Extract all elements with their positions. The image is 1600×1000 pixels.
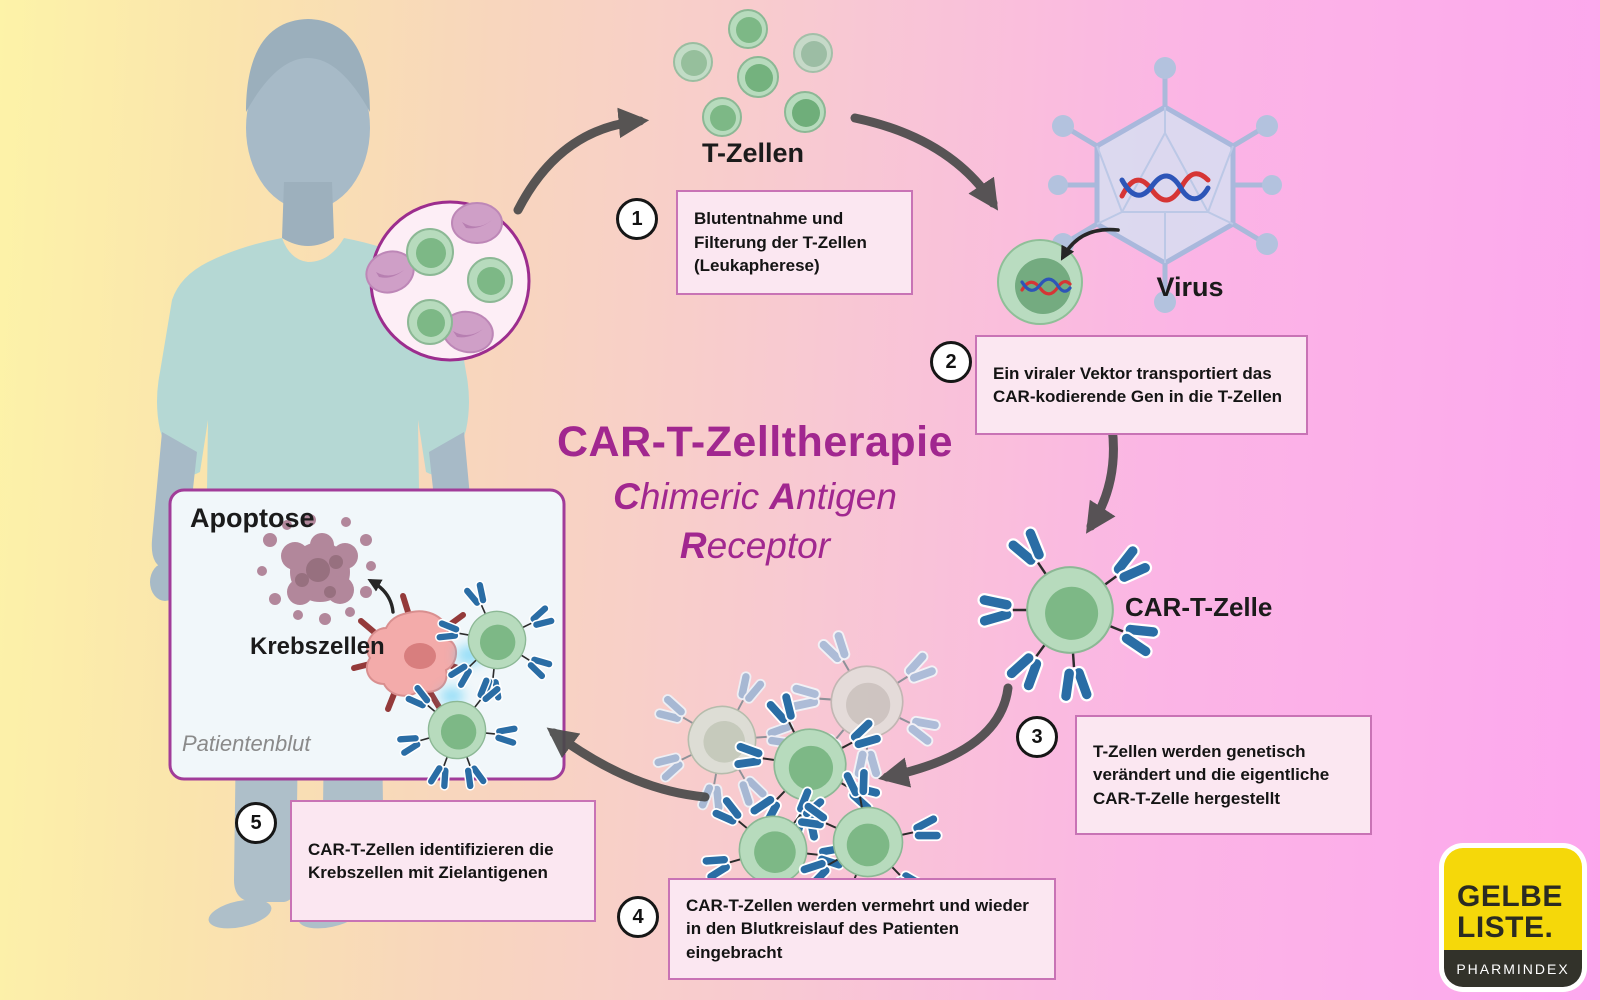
subtitle-cap-c: C — [613, 476, 640, 517]
dna-icon — [1119, 171, 1211, 203]
logo-line-1: GELBE — [1457, 879, 1563, 913]
logo-pharmindex-strip: PHARMINDEX — [1444, 950, 1582, 987]
step-box-3: T-Zellen werden genetisch verändert und … — [1075, 715, 1372, 835]
gelbe-liste-logo-inner: GELBE LISTE. PHARMINDEX — [1444, 848, 1582, 987]
apoptosis-arrow — [367, 579, 395, 614]
blood-magnifier-icon — [365, 200, 531, 362]
flow-arrows — [513, 107, 1118, 802]
label-car-t-zelle: CAR-T-Zelle — [1125, 592, 1273, 622]
t-cell-cluster-icon — [673, 9, 833, 137]
step-number-1: 1 — [616, 198, 658, 240]
step-number-4: 4 — [617, 896, 659, 938]
page-title: CAR-T-Zelltherapie — [556, 418, 954, 466]
page-subtitle: Chimeric Antigen Receptor — [500, 473, 1010, 571]
step-box-2: Ein viraler Vektor transportiert das CAR… — [975, 335, 1308, 435]
label-t-zellen: T-Zellen — [701, 138, 804, 168]
subtitle-rest-3: eceptor — [706, 524, 831, 566]
logo-line-2: LISTE. — [1457, 910, 1554, 944]
label-virus: Virus — [1156, 272, 1224, 302]
arrow-virus-into-cell — [1060, 227, 1120, 261]
step-number-5: 5 — [235, 802, 277, 844]
arrow-tcells-to-virus — [850, 113, 999, 211]
logo-sub: PHARMINDEX — [1456, 960, 1570, 977]
car-t-attack-cells-icon — [387, 570, 573, 801]
step-box-4: CAR-T-Zellen werden vermehrt und wieder … — [668, 878, 1056, 980]
arrow-cart-to-expansion — [878, 683, 1013, 788]
arrow-expansion-to-patient — [546, 727, 710, 802]
transduced-t-cell-icon — [997, 239, 1083, 325]
step-box-5: CAR-T-Zellen identifizieren die Krebszel… — [290, 800, 596, 922]
subtitle-cap-a: A — [769, 476, 797, 517]
step-text-1: Blutentnahme und Filterung der T-Zellen … — [694, 209, 867, 276]
step-number-3: 3 — [1016, 716, 1058, 758]
t-cells-in-blood — [406, 228, 513, 345]
arrow-blood-to-tcells — [513, 107, 650, 215]
step-text-5: CAR-T-Zellen identifizieren die Krebszel… — [308, 839, 554, 882]
red-blood-cells — [365, 202, 503, 354]
step-text-2: Ein viraler Vektor transportiert das CAR… — [993, 363, 1283, 406]
subtitle-rest-1: himeric — [639, 476, 770, 517]
title-block: CAR-T-Zelltherapie Chimeric Antigen Rece… — [500, 418, 1010, 571]
subtitle-rest-2: ntigen — [796, 476, 897, 517]
label-apoptose: Apoptose — [190, 503, 315, 533]
label-krebszellen: Krebszellen — [250, 633, 385, 660]
step-box-1: Blutentnahme und Filterung der T-Zellen … — [676, 190, 913, 295]
cancer-cell-icon — [351, 593, 472, 712]
apoptosis-cell-icon — [257, 514, 376, 625]
logo-yellow-panel: GELBE LISTE. — [1444, 848, 1582, 950]
step-text-3: T-Zellen werden genetisch verändert und … — [1093, 741, 1330, 808]
label-patientenblut: Patientenblut — [182, 731, 311, 756]
subtitle-cap-r: R — [679, 524, 707, 566]
patient-silhouette-icon — [150, 19, 476, 929]
step-text-4: CAR-T-Zellen werden vermehrt und wieder … — [686, 895, 1029, 962]
step-number-2: 2 — [930, 341, 972, 383]
gelbe-liste-logo: GELBE LISTE. PHARMINDEX — [1439, 843, 1587, 992]
